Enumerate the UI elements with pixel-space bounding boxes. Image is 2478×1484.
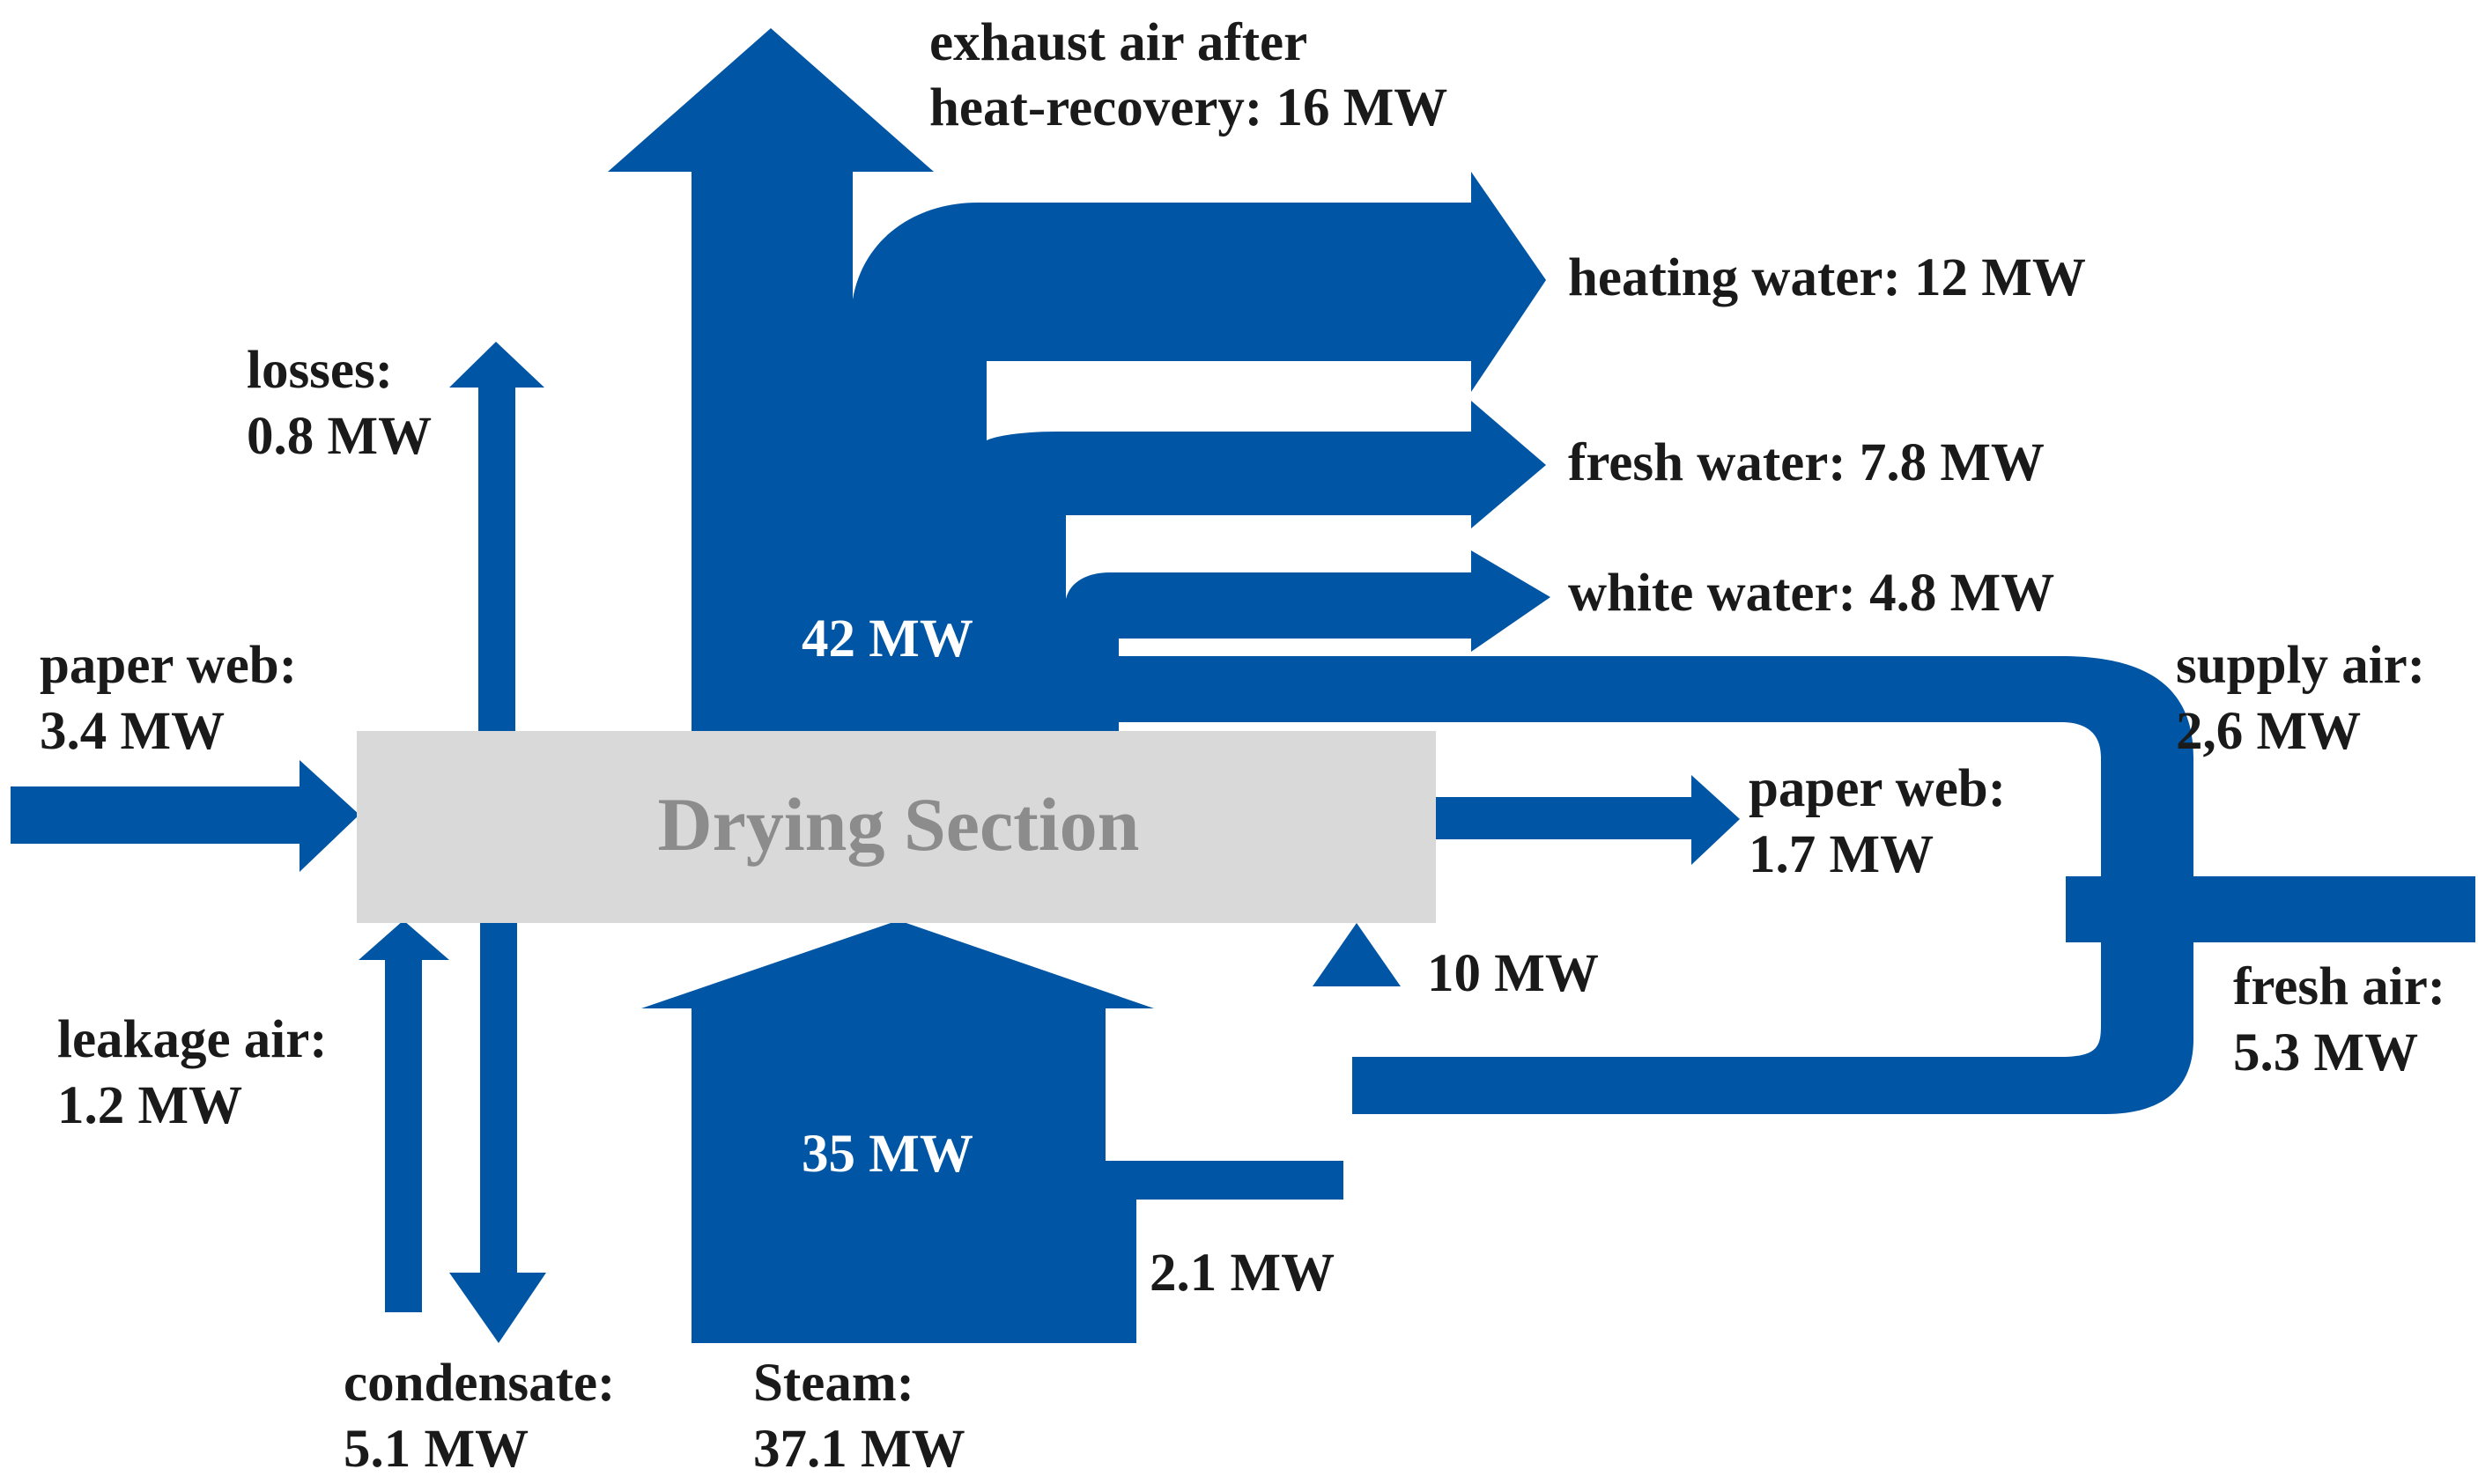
fresh-air-label-line2: 5.3 MW	[2233, 1023, 2418, 1082]
supply-air-return-band	[1352, 1057, 2101, 1114]
paper-web-in-label-line1: paper web:	[40, 636, 297, 695]
steam-shaft	[692, 1004, 1106, 1343]
paper-web-in-label-line2: 3.4 MW	[40, 702, 225, 761]
condensate-label-line2: 5.1 MW	[344, 1420, 529, 1479]
air-return-label: 10 MW	[1427, 944, 1599, 1003]
heating-water-label: heating water: 12 MW	[1568, 248, 2086, 307]
losses-label-line1: losses:	[247, 341, 393, 400]
paper-web-out-label-line1: paper web:	[1749, 759, 2006, 818]
steam-branch	[1101, 1161, 1343, 1343]
steam-label-line2: 37.1 MW	[753, 1420, 965, 1479]
steam-branch-label: 2.1 MW	[1150, 1244, 1335, 1303]
paper-web-out-arrowhead	[1691, 775, 1740, 865]
fresh-water-band	[987, 401, 1546, 731]
losses-shaft	[478, 379, 515, 731]
paper-web-out-shaft	[1431, 797, 1696, 839]
fresh-water-label: fresh water: 7.8 MW	[1568, 433, 2045, 492]
drying-section-title: Drying Section	[657, 782, 1139, 867]
condensate-arrowhead	[449, 1273, 546, 1343]
paper-web-in-shaft	[11, 786, 306, 844]
white-water-label: white water: 4.8 MW	[1568, 564, 2054, 623]
supply-air-label-line1: supply air:	[2176, 636, 2425, 695]
leakage-air-label-line1: leakage air:	[57, 1010, 328, 1069]
exhaust-air-arrow	[608, 28, 934, 299]
heating-water-band	[853, 172, 1546, 731]
exhaust-air-label-line2: heat-recovery: 16 MW	[929, 78, 1447, 137]
exhaust-total-label: 42 MW	[802, 609, 973, 668]
steam-label-line1: Steam:	[753, 1354, 914, 1413]
supply-air-label-line2: 2,6 MW	[2176, 702, 2361, 761]
steam-arrowhead	[641, 920, 1154, 1008]
paper-web-in-arrowhead	[300, 760, 359, 872]
white-water-band	[1066, 550, 1550, 731]
losses-label-line2: 0.8 MW	[247, 407, 432, 466]
drying-section-box	[357, 731, 1436, 923]
leakage-air-arrowhead	[359, 920, 449, 960]
paper-web-out-label-line2: 1.7 MW	[1749, 825, 1934, 884]
condensate-label-line1: condensate:	[344, 1354, 615, 1413]
steam-main-label: 35 MW	[802, 1125, 973, 1184]
leakage-air-label-line2: 1.2 MW	[57, 1076, 242, 1135]
exhaust-air-label-line1: exhaust air after	[929, 13, 1307, 72]
condensate-shaft	[480, 920, 517, 1273]
leakage-air-shaft	[385, 960, 422, 1312]
exhaust-trunk	[692, 299, 863, 731]
losses-arrowhead	[449, 342, 544, 388]
fresh-air-label-line1: fresh air:	[2233, 957, 2445, 1016]
fresh-air-inflow	[2066, 876, 2475, 942]
